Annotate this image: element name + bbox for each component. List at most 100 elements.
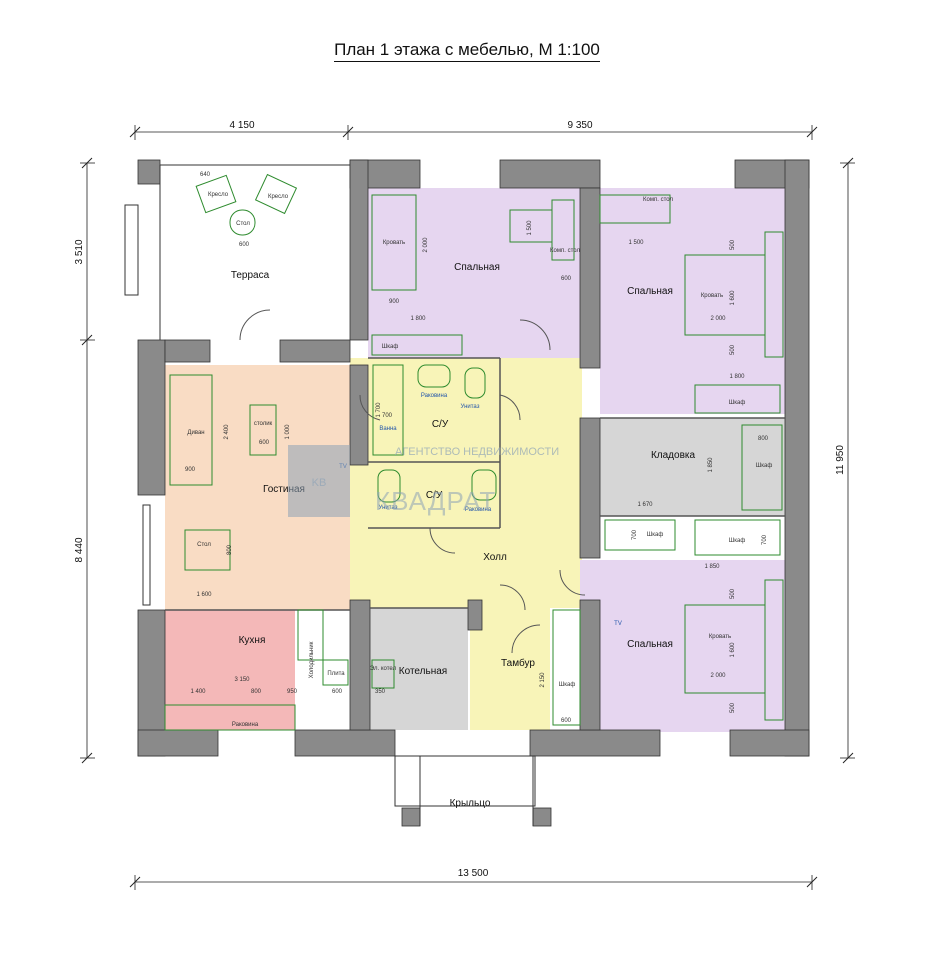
room-storage: Кладовка bbox=[651, 450, 696, 461]
toilet-1 bbox=[464, 367, 486, 399]
dimension-labels: 4 150 9 350 3 510 8 440 11 950 13 500 bbox=[74, 120, 846, 879]
room-bath-2: С/У bbox=[426, 490, 443, 501]
bedroom3-fill bbox=[580, 560, 785, 732]
label-sink-2: Раковина bbox=[465, 507, 492, 513]
fridge bbox=[297, 609, 324, 661]
sink-2 bbox=[471, 469, 497, 501]
sofa bbox=[169, 374, 213, 486]
sd-2400: 2 400 bbox=[224, 424, 230, 440]
coffee-table bbox=[249, 404, 277, 456]
label-wardrobe-1: Шкаф bbox=[382, 344, 399, 350]
terrace-table bbox=[229, 209, 256, 236]
wardrobe-storage bbox=[741, 424, 783, 511]
label-armchair-2: Кресло bbox=[268, 194, 289, 200]
dim-bottom: 13 500 bbox=[458, 868, 489, 879]
label-bed-3: Кровать bbox=[709, 634, 731, 640]
room-vestibule: Тамбур bbox=[501, 657, 535, 669]
hall-fill bbox=[350, 358, 582, 608]
watermark-logo: KB bbox=[312, 477, 327, 489]
label-wardrobe-storage2: Шкаф bbox=[647, 532, 664, 538]
label-coffee-table: столик bbox=[254, 421, 273, 427]
wardrobe-storage2 bbox=[604, 519, 676, 551]
watermark-tagline: АГЕНТСТВО НЕДВИЖИМОСТИ bbox=[395, 446, 559, 458]
sd-1670: 1 670 bbox=[637, 502, 653, 508]
sd-600-b: 600 bbox=[561, 276, 572, 282]
sd-1700: 1 700 bbox=[376, 402, 382, 418]
bedroom1-fill bbox=[368, 188, 580, 358]
sd-500-b: 500 bbox=[730, 344, 736, 355]
sd-2000-a: 2 000 bbox=[423, 237, 429, 253]
label-dining-table: Стол bbox=[197, 542, 211, 548]
room-terrace: Терраса bbox=[231, 270, 270, 281]
room-hall: Холл bbox=[483, 552, 507, 563]
sd-700-c: 700 bbox=[762, 534, 768, 545]
label-toilet-1: Унитаз bbox=[461, 404, 480, 410]
bed-1 bbox=[371, 194, 417, 291]
watermark: KB АГЕНТСТВО НЕДВИЖИМОСТИ КВАДРАТ bbox=[288, 445, 559, 517]
sd-500-a: 500 bbox=[730, 239, 736, 250]
label-sink-1: Раковина bbox=[421, 393, 448, 399]
label-desk-1: Комп. стол bbox=[550, 248, 580, 254]
sd-1600-c: 1 600 bbox=[730, 642, 736, 658]
sd-1600-b: 1 600 bbox=[196, 592, 212, 598]
room-fills bbox=[160, 165, 785, 732]
kitchen-fill bbox=[165, 610, 295, 730]
wardrobe-2 bbox=[694, 384, 781, 414]
label-bed-1: Кровать bbox=[383, 240, 405, 246]
room-bedroom-2: Спальная bbox=[627, 286, 673, 297]
room-kitchen: Кухня bbox=[239, 635, 266, 646]
sd-1800-b: 1 800 bbox=[729, 374, 745, 380]
dim-left-bottom: 8 440 bbox=[74, 537, 85, 562]
sd-350: 350 bbox=[375, 689, 386, 695]
sd-500-c: 500 bbox=[730, 588, 736, 599]
sd-2000-c: 2 000 bbox=[710, 673, 726, 679]
room-living: Гостиная bbox=[263, 484, 305, 495]
sd-2150: 2 150 bbox=[540, 672, 546, 688]
toilet-2 bbox=[377, 469, 401, 503]
desk-2 bbox=[599, 194, 671, 224]
stove bbox=[322, 659, 349, 686]
furniture bbox=[164, 173, 784, 731]
dim-left-top: 3 510 bbox=[74, 239, 85, 264]
dim-right: 11 950 bbox=[835, 445, 846, 475]
label-sofa: Диван bbox=[187, 430, 204, 436]
label-bathtub: Ванна bbox=[379, 426, 397, 432]
dimension-lines bbox=[80, 125, 855, 890]
outline bbox=[124, 164, 536, 826]
sd-2000-b: 2 000 bbox=[710, 316, 726, 322]
label-tv-bedroom: TV bbox=[614, 621, 622, 627]
label-wardrobe-2: Шкаф bbox=[729, 400, 746, 406]
doors bbox=[239, 309, 586, 654]
room-bedroom-1: Спальная bbox=[454, 262, 500, 273]
sd-700-a: 700 bbox=[382, 413, 393, 419]
desk-1b bbox=[551, 199, 575, 261]
bed-2-head bbox=[764, 231, 784, 358]
sd-900-b: 900 bbox=[185, 467, 196, 473]
sd-1500-b: 1 500 bbox=[628, 240, 644, 246]
watermark-logo-box bbox=[288, 445, 350, 517]
room-boiler: Котельная bbox=[399, 666, 447, 677]
plan-title: План 1 этажа с мебелью, М 1:100 bbox=[0, 40, 934, 62]
partitions bbox=[165, 357, 785, 611]
label-bed-2: Кровать bbox=[701, 293, 723, 299]
sd-3150: 3 150 bbox=[234, 677, 250, 683]
sd-1500-a: 1 500 bbox=[527, 220, 533, 236]
sd-600-a: 600 bbox=[239, 242, 250, 248]
label-toilet-2: Унитаз bbox=[379, 505, 398, 511]
furniture-labels: Кресло Кресло Стол Кровать Шкаф Комп. ст… bbox=[187, 192, 772, 728]
label-wardrobe-3: Шкаф bbox=[729, 538, 746, 544]
sd-1400: 1 400 bbox=[190, 689, 206, 695]
boiler-unit bbox=[371, 659, 395, 689]
label-table: Стол bbox=[236, 221, 250, 227]
dim-top-left: 4 150 bbox=[229, 120, 254, 131]
label-boiler-unit: Эл. котел bbox=[370, 666, 397, 672]
label-wardrobe-hall: Шкаф bbox=[559, 682, 576, 688]
sd-900-a: 900 bbox=[389, 299, 400, 305]
bedroom2-fill bbox=[600, 188, 785, 414]
label-wardrobe-storage: Шкаф bbox=[756, 463, 773, 469]
room-porch: Крыльцо bbox=[450, 798, 491, 809]
wardrobe-3 bbox=[694, 519, 781, 556]
storage-fill bbox=[600, 418, 785, 516]
sd-1850-b: 1 850 bbox=[704, 564, 720, 570]
